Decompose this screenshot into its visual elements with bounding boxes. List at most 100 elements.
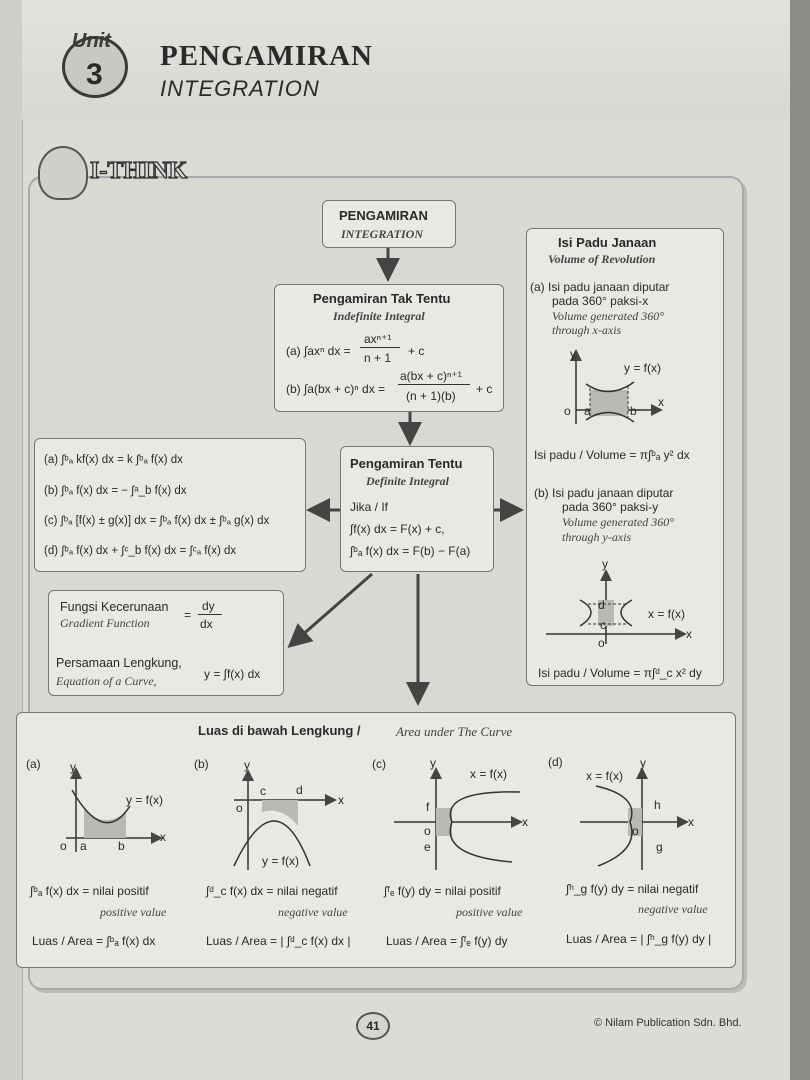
fraction-bar: [198, 614, 222, 615]
area-c-x: x: [522, 815, 528, 829]
root-box: [322, 200, 456, 248]
gradient-den: dx: [200, 617, 213, 631]
area-d-statement-en: negative value: [638, 902, 708, 916]
vol-a-x-label: x: [658, 395, 664, 409]
root-title-en: INTEGRATION: [341, 227, 424, 241]
area-b-statement: ∫ᵈ_c f(x) dx = nilai negatif: [206, 884, 338, 898]
copyright: © Nilam Publication Sdn. Bhd.: [594, 1017, 742, 1029]
vol-a-origin: o: [564, 404, 571, 418]
area-d-statement: ∫ʰ_g f(y) dy = nilai negatif: [566, 882, 699, 896]
volume-b-formula: Isi padu / Volume = π∫ᵈ_c x² dy: [538, 666, 702, 680]
page-number: 41: [356, 1012, 390, 1040]
root-title-ms: PENGAMIRAN: [339, 208, 428, 223]
area-b-formula: Luas / Area = | ∫ᵈ_c f(x) dx |: [206, 934, 351, 948]
area-a-y: y: [70, 760, 76, 774]
definite-line2: ∫ᵇₐ f(x) dx = F(b) − F(a): [350, 544, 471, 558]
area-a-statement: ∫ᵇₐ f(x) dx = nilai positif: [30, 884, 149, 898]
area-b-x: x: [338, 793, 344, 807]
rule-d: (d) ∫ᵇₐ f(x) dx + ∫ᶜ_b f(x) dx = ∫ᶜₐ f(x…: [44, 545, 237, 557]
vol-a-a: a: [584, 404, 591, 418]
area-c-statement-en: positive value: [456, 905, 523, 919]
area-a-x: x: [160, 830, 166, 844]
area-b-y: y: [244, 758, 250, 772]
volume-a-line4: through x-axis: [552, 323, 622, 337]
area-case-c-tag: (c): [372, 757, 386, 771]
indefinite-a-left: (a) ∫axⁿ dx =: [286, 344, 351, 358]
unit-number: 3: [86, 58, 103, 91]
chapter-title-en: INTEGRATION: [160, 76, 320, 101]
fraction-bar: [360, 347, 400, 348]
fraction-bar: [398, 384, 470, 385]
area-d-g: g: [656, 840, 663, 854]
area-a-b: b: [118, 839, 125, 853]
indefinite-b-den: (n + 1)(b): [406, 389, 456, 403]
rules-box: [34, 438, 306, 572]
area-d-curve: x = f(x): [586, 769, 624, 783]
area-a-origin: o: [60, 839, 67, 853]
vol-b-origin: o: [598, 636, 605, 650]
area-c-y: y: [430, 756, 436, 770]
area-graphs: [66, 767, 689, 870]
area-box: [16, 712, 736, 968]
volume-x-graph: [570, 349, 663, 424]
gradient-box: [48, 590, 284, 696]
vol-b-y-label: y: [602, 557, 608, 571]
indefinite-a-num: axⁿ⁺¹: [364, 332, 392, 346]
rule-b: (b) ∫ᵇₐ f(x) dx = − ∫ᵃ_b f(x) dx: [44, 485, 187, 497]
curve-eq-en: Equation of a Curve,: [56, 674, 157, 688]
unit-badge: [62, 36, 128, 98]
area-b-d: d: [296, 783, 303, 797]
area-d-h: h: [654, 798, 661, 812]
header-band: [22, 0, 790, 120]
gradient-en: Gradient Function: [60, 616, 150, 630]
area-c-formula: Luas / Area = ∫ᶠₑ f(y) dy: [386, 934, 508, 948]
volume-b-line1: (b) Isi padu janaan diputar: [534, 486, 674, 500]
definite-line1: ∫f(x) dx = F(x) + c,: [350, 522, 445, 536]
gradient-ms: Fungsi Kecerunaan: [60, 600, 169, 614]
area-c-f: f: [426, 800, 430, 814]
area-b-curve: y = f(x): [262, 854, 300, 868]
indefinite-title-ms: Pengamiran Tak Tentu: [313, 291, 451, 306]
vol-b-x-label: x: [686, 627, 692, 641]
volume-b-line4: through y-axis: [562, 530, 632, 544]
vol-b-curve-label: x = f(x): [648, 607, 686, 621]
indefinite-b-right: + c: [476, 382, 493, 396]
indefinite-a-right: + c: [408, 344, 425, 358]
area-c-e: e: [424, 840, 431, 854]
vol-a-y-label: y: [570, 347, 576, 361]
area-case-b-tag: (b): [194, 757, 209, 771]
volume-a-line1: (a) Isi padu janaan diputar: [530, 280, 670, 294]
vol-a-b: b: [630, 404, 637, 418]
chapter-title-ms: PENGAMIRAN: [160, 40, 373, 72]
volume-b-line3: Volume generated 360°: [562, 515, 675, 529]
area-case-a-tag: (a): [26, 757, 41, 771]
indefinite-title-en: Indefinite Integral: [333, 309, 425, 323]
vol-a-curve-label: y = f(x): [624, 361, 662, 375]
area-d-x: x: [688, 815, 694, 829]
area-d-formula: Luas / Area = | ∫ʰ_g f(y) dy |: [566, 932, 712, 946]
volume-y-graph: [546, 569, 687, 644]
area-d-origin: o: [632, 824, 639, 838]
volume-a-line2: pada 360° paksi-x: [552, 294, 649, 308]
area-c-origin: o: [424, 824, 431, 838]
indefinite-box: [274, 284, 504, 412]
area-a-a: a: [80, 839, 87, 853]
arrow-definite-gradient: [287, 572, 373, 648]
area-b-c: c: [260, 784, 266, 798]
unit-label: Unit: [72, 30, 111, 52]
area-b-origin: o: [236, 801, 243, 815]
area-case-d-tag: (d): [548, 755, 563, 769]
volume-box: [526, 228, 724, 686]
volume-a-formula: Isi padu / Volume = π∫ᵇₐ y² dx: [534, 448, 690, 462]
curve-eq-ms: Persamaan Lengkung,: [56, 656, 182, 670]
area-b-statement-en: negative value: [278, 905, 348, 919]
gradient-num: dy: [202, 599, 215, 613]
rule-a: (a) ∫ᵇₐ kf(x) dx = k ∫ᵇₐ f(x) dx: [44, 454, 183, 466]
definite-title-en: Definite Integral: [366, 474, 449, 488]
volume-title-ms: Isi Padu Janaan: [558, 235, 657, 250]
curve-eq: y = ∫f(x) dx: [204, 667, 261, 681]
volume-title-en: Volume of Revolution: [548, 252, 656, 266]
area-a-formula: Luas / Area = ∫ᵇₐ f(x) dx: [32, 934, 156, 948]
indefinite-b-left: (b) ∫a(bx + c)ⁿ dx =: [286, 382, 386, 396]
lightbulb-icon: [38, 146, 88, 200]
